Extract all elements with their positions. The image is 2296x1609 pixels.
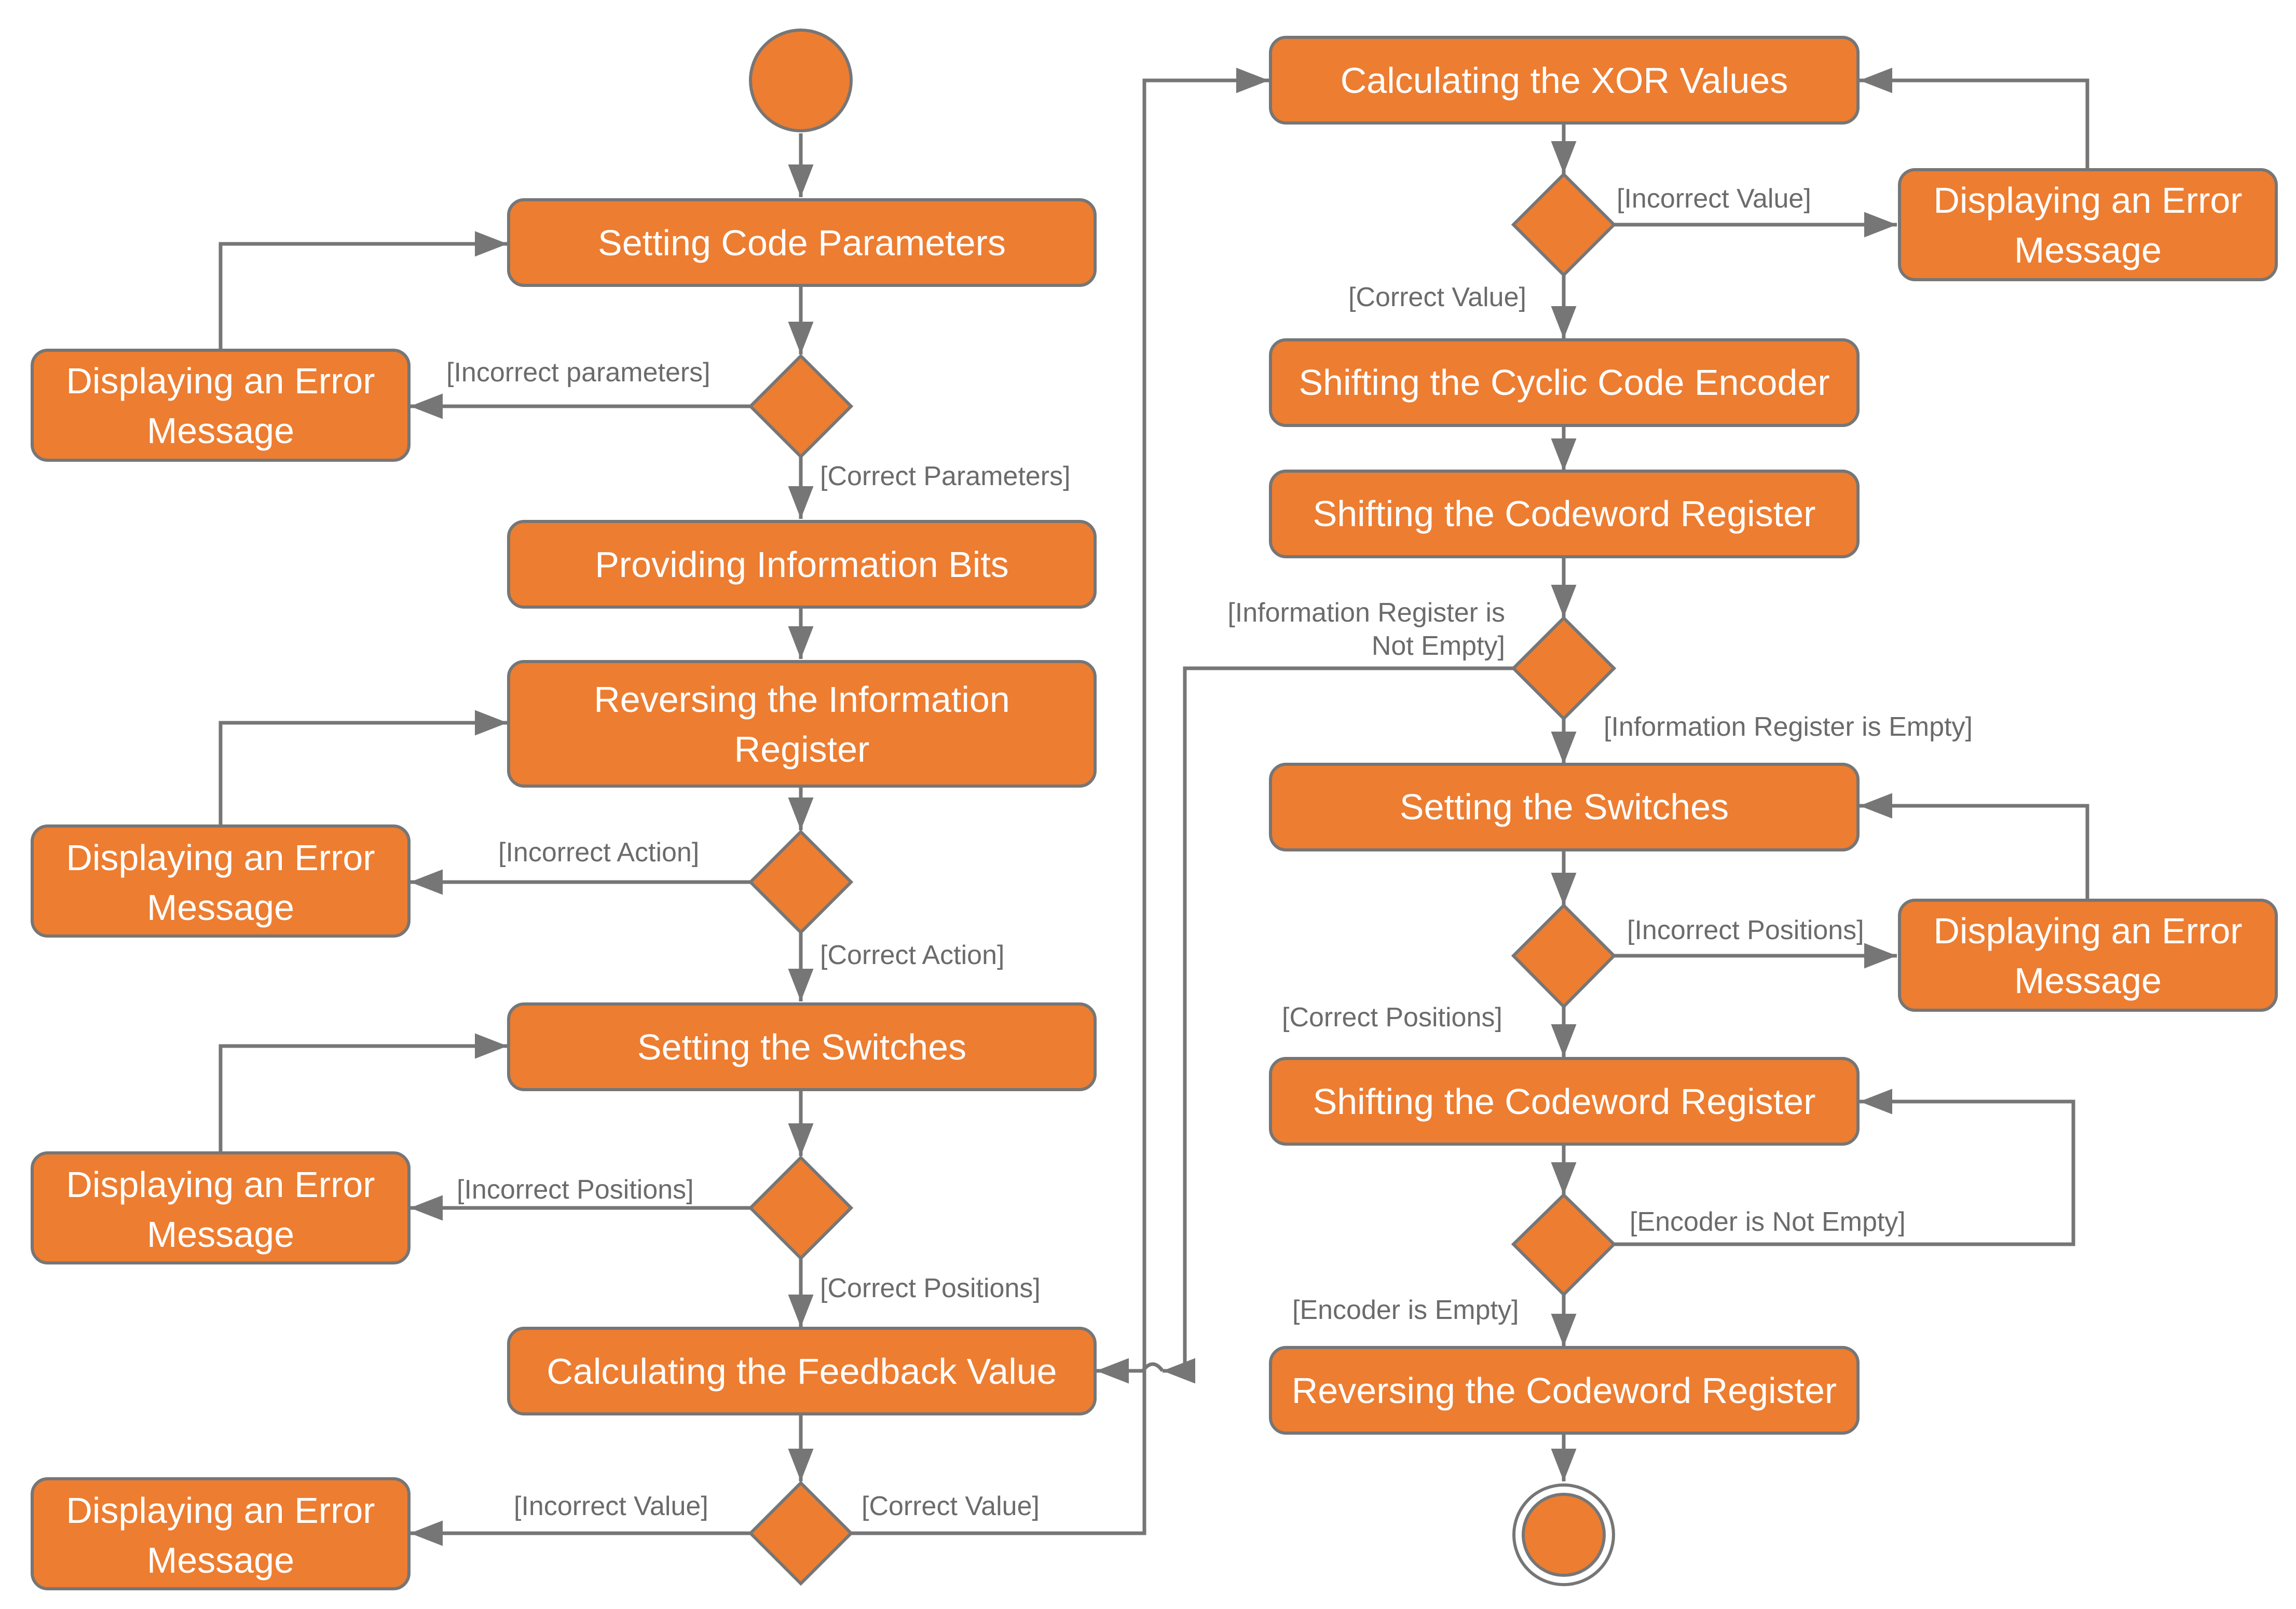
- decision-parameters: [748, 353, 854, 459]
- action-label-line1: Displaying an Error: [66, 837, 375, 878]
- action-shifting-codeword-register-1: Shifting the Codeword Register: [1269, 470, 1860, 558]
- action-label: Calculating the Feedback Value: [546, 1351, 1057, 1392]
- action-label-line2: Message: [2014, 960, 2162, 1001]
- action-providing-information-bits: Providing Information Bits: [507, 520, 1097, 609]
- action-label-line1: Reversing the Information: [594, 679, 1010, 720]
- action-label-line2: Register: [734, 729, 870, 769]
- action-label: Setting the Switches: [1400, 787, 1729, 827]
- guard-correct-parameters: [Correct Parameters]: [820, 461, 1071, 491]
- guard-info-empty: [Information Register is Empty]: [1604, 712, 1973, 742]
- guard-info-not-empty-line2: Not Empty]: [1372, 631, 1505, 661]
- action-label: Calculating the XOR Values: [1341, 60, 1788, 101]
- guard-incorrect-positions-1: [Incorrect Positions]: [457, 1175, 694, 1205]
- action-label-line1: Displaying an Error: [66, 361, 375, 401]
- guard-incorrect-value-2: [Incorrect Value]: [1617, 184, 1811, 214]
- decision-info-register: [1511, 615, 1617, 721]
- action-label-line1: Displaying an Error: [1933, 911, 2242, 951]
- decision-positions-1: [748, 1155, 854, 1261]
- action-label-line2: Message: [147, 1214, 294, 1255]
- action-error-message-3: Displaying an Error Message: [31, 1151, 411, 1264]
- action-label: Reversing the Codeword Register: [1292, 1370, 1837, 1411]
- guard-correct-positions-2: [Correct Positions]: [1282, 1002, 1502, 1033]
- guard-info-not-empty-line1: [Information Register is: [1227, 598, 1505, 628]
- action-label-line1: Displaying an Error: [66, 1490, 375, 1531]
- guard-incorrect-action: [Incorrect Action]: [498, 837, 699, 868]
- guard-incorrect-value-1: [Incorrect Value]: [514, 1491, 708, 1521]
- action-label: Setting Code Parameters: [598, 223, 1006, 263]
- action-label-line2: Message: [147, 410, 294, 451]
- action-label: Shifting the Codeword Register: [1313, 493, 1816, 534]
- decision-action: [748, 829, 854, 935]
- decision-value-2: [1511, 172, 1617, 278]
- action-label: Providing Information Bits: [595, 544, 1009, 585]
- end-node: [1512, 1483, 1615, 1586]
- action-label-line1: Displaying an Error: [66, 1164, 375, 1205]
- edges: [218, 67, 2089, 1546]
- action-label-line2: Message: [2014, 230, 2162, 270]
- action-label: Shifting the Codeword Register: [1313, 1081, 1816, 1122]
- decision-encoder: [1511, 1192, 1617, 1297]
- action-label: Setting the Switches: [637, 1027, 966, 1067]
- action-error-message-1: Displaying an Error Message: [31, 349, 411, 462]
- action-setting-switches-1: Setting the Switches: [507, 1002, 1097, 1091]
- action-label-line2: Message: [147, 1540, 294, 1580]
- action-label-line1: Displaying an Error: [1933, 180, 2242, 221]
- action-shifting-cyclic-code-encoder: Shifting the Cyclic Code Encoder: [1269, 338, 1860, 427]
- decision-value-1: [748, 1480, 854, 1586]
- action-calculating-xor-values: Calculating the XOR Values: [1269, 36, 1860, 125]
- action-label: Shifting the Cyclic Code Encoder: [1299, 362, 1829, 403]
- guard-correct-positions-1: [Correct Positions]: [820, 1273, 1041, 1303]
- action-error-message-6: Displaying an Error Message: [1898, 899, 2278, 1012]
- decision-positions-2: [1511, 903, 1617, 1009]
- action-label-line2: Message: [147, 887, 294, 928]
- guard-labels: [Incorrect parameters] [Correct Paramete…: [446, 184, 1973, 1521]
- guard-encoder-not-empty: [Encoder is Not Empty]: [1630, 1207, 1906, 1237]
- action-error-message-2: Displaying an Error Message: [31, 824, 411, 938]
- guard-correct-action: [Correct Action]: [820, 940, 1004, 970]
- start-node: [749, 29, 853, 132]
- guard-encoder-empty: [Encoder is Empty]: [1292, 1295, 1519, 1325]
- action-error-message-5: Displaying an Error Message: [1898, 168, 2278, 281]
- guard-correct-value-2: [Correct Value]: [1348, 282, 1526, 312]
- action-calculating-feedback-value: Calculating the Feedback Value: [507, 1327, 1097, 1415]
- guard-incorrect-parameters: [Incorrect parameters]: [446, 357, 710, 388]
- guard-incorrect-positions-2: [Incorrect Positions]: [1627, 915, 1864, 945]
- action-setting-code-parameters: Setting Code Parameters: [507, 198, 1097, 287]
- action-reversing-information-register: Reversing the Information Register: [507, 660, 1097, 788]
- decisions: [748, 172, 1617, 1586]
- guard-correct-value-1: [Correct Value]: [862, 1491, 1040, 1521]
- action-error-message-4: Displaying an Error Message: [31, 1477, 411, 1590]
- action-reversing-codeword-register: Reversing the Codeword Register: [1269, 1346, 1860, 1435]
- action-setting-switches-2: Setting the Switches: [1269, 763, 1860, 851]
- action-shifting-codeword-register-2: Shifting the Codeword Register: [1269, 1057, 1860, 1146]
